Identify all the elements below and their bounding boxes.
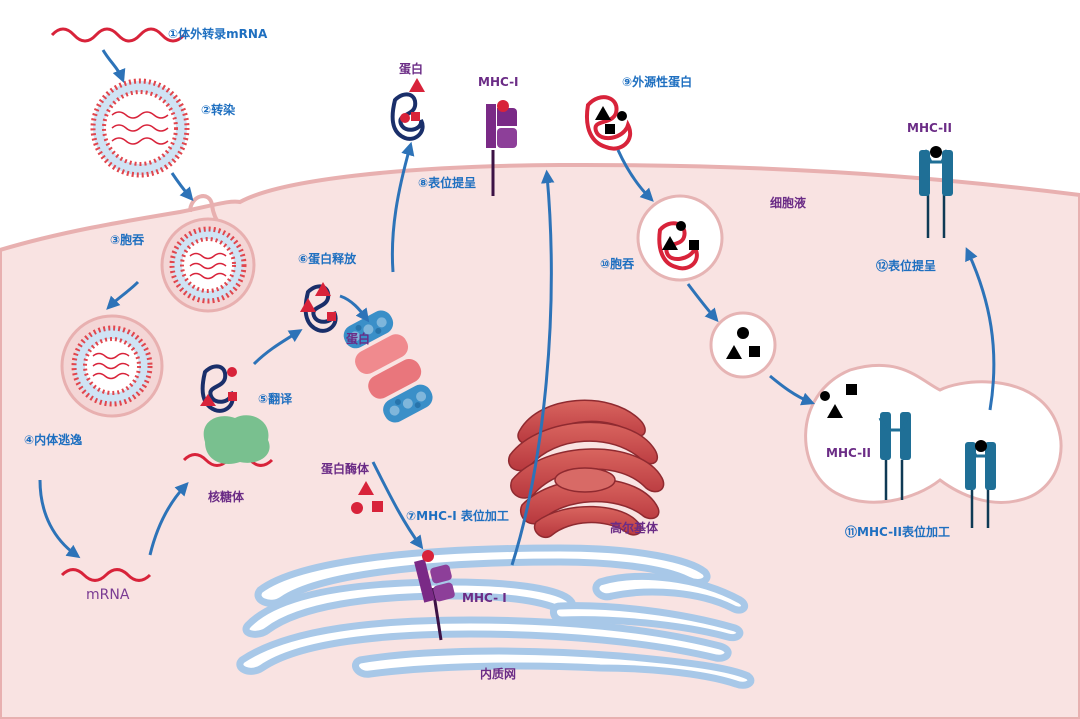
mhc2-vesicle-empty	[878, 412, 911, 500]
mhc1-surface	[486, 100, 517, 196]
endosome-vesicle	[636, 194, 724, 282]
step-mhc1-presentation-label: ⑧表位提呈	[418, 176, 477, 190]
step-protein-release-label: ⑥蛋白释放	[298, 252, 357, 266]
mhc2-surface-label: MHC-II	[907, 121, 952, 135]
endoplasmic-reticulum	[236, 544, 755, 689]
step-ivt-mrna-label: ①体外转录mRNA	[168, 27, 268, 41]
ribosome-label: 核糖体	[208, 490, 245, 504]
mhc2-fragments	[820, 384, 857, 418]
endocytosed-protein	[657, 221, 699, 271]
golgi-label: 高尔基体	[610, 521, 659, 535]
golgi-apparatus	[507, 399, 665, 539]
protein-surface	[390, 78, 425, 141]
mhc2-surface	[919, 146, 953, 238]
lnp-transfection	[90, 78, 190, 178]
proteasome	[343, 310, 433, 423]
mhc2-vesicle-label: MHC-II	[826, 446, 871, 460]
step-endocytosis-2-label: ⑩胞吞	[600, 257, 635, 271]
step-endocytosis-label: ③胞吞	[110, 233, 145, 247]
mhc2-processing-compartment	[804, 363, 1063, 504]
cytosol-label: 细胞液	[770, 196, 807, 210]
mhc1-er-label: MHC- I	[462, 591, 507, 605]
pathway-arrows	[38, 49, 996, 566]
proteasome-protein-label: 蛋白	[346, 332, 371, 346]
step-endosome-escape-label: ④内体逃逸	[24, 433, 83, 447]
proteasome-fragments	[351, 481, 383, 514]
lysosome-vesicle	[709, 311, 777, 379]
step-mhc2-presentation-label: ⑫表位提呈	[876, 259, 937, 273]
ivt-mrna-strand	[50, 27, 186, 43]
released-mrna-strand	[60, 568, 152, 582]
lnp-endocytosis	[160, 217, 256, 313]
exogenous-protein	[585, 95, 632, 151]
er-label: 内质网	[480, 667, 517, 681]
step-translation-label: ⑤翻译	[258, 392, 293, 406]
mhc2-vesicle-loaded	[965, 440, 996, 528]
protease-label: 蛋白酶体	[321, 462, 370, 476]
ribosome	[203, 415, 270, 464]
mrna-label: mRNA	[86, 587, 130, 603]
endosome-escape	[60, 314, 164, 418]
mhc1-er	[414, 550, 455, 641]
step-transfection-label: ②转染	[201, 103, 236, 117]
protein-translating	[200, 364, 237, 413]
step-mhc1-processing-label: ⑦MHC-I 表位加工	[406, 509, 509, 523]
mhc1-surface-label: MHC-I	[478, 75, 519, 89]
protein-released	[300, 282, 338, 333]
degraded-fragments	[726, 327, 760, 359]
protein-label: 蛋白	[399, 62, 424, 76]
step-mhc2-processing-label: ⑪MHC-II表位加工	[845, 525, 950, 539]
step-exogenous-protein-label: ⑨外源性蛋白	[622, 75, 693, 89]
